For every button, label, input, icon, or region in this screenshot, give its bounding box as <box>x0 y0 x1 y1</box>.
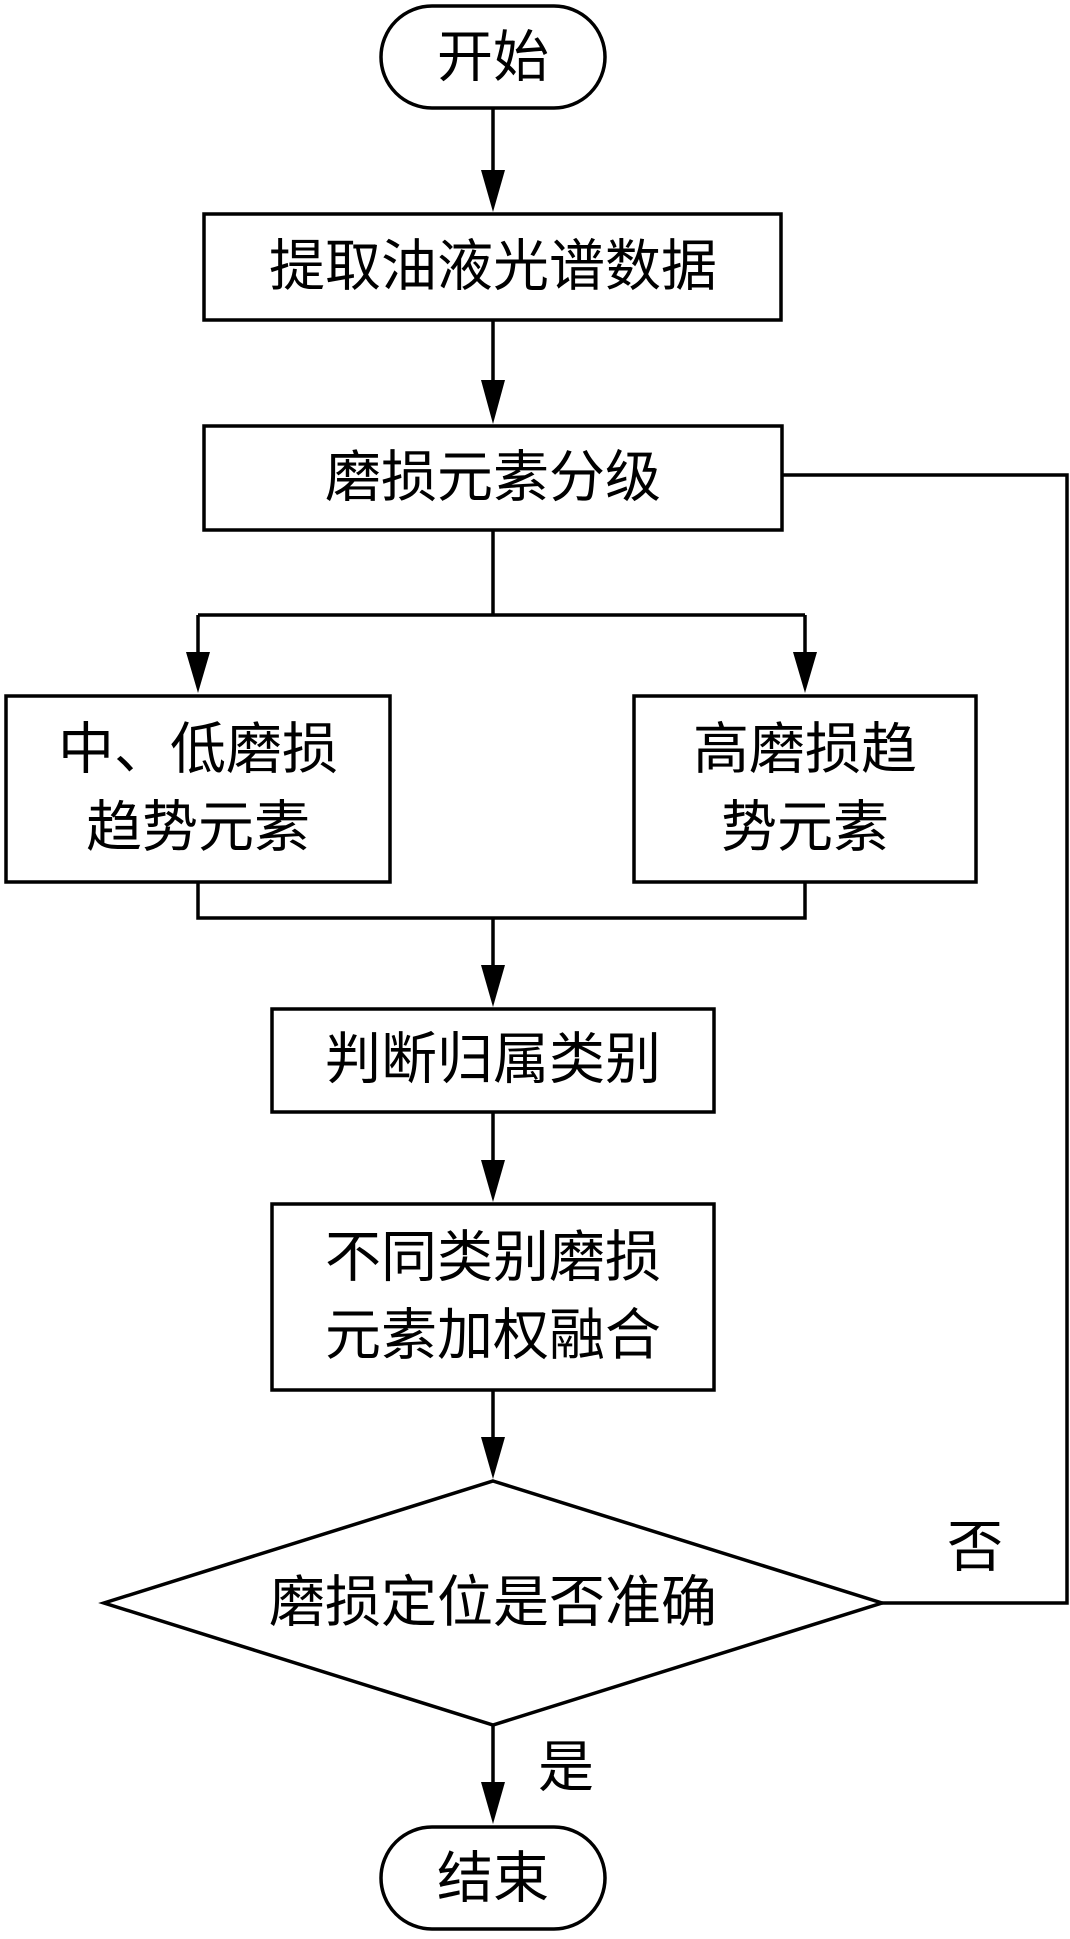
judge-label: 判断归属类别 <box>325 1028 661 1093</box>
high-label-line2: 势元素 <box>721 796 889 861</box>
fusion-label-line1: 不同类别磨损 <box>325 1226 661 1291</box>
end-node <box>379 1825 607 1931</box>
arrow-split-to-high <box>793 652 817 693</box>
classify-label: 磨损元素分级 <box>325 446 661 511</box>
decision-label: 磨损定位是否准确 <box>269 1571 717 1636</box>
low-mid-label-line1: 中、低磨损 <box>58 718 338 783</box>
extract-label: 提取油液光谱数据 <box>269 235 717 300</box>
edge-lowmid-merge <box>196 882 807 920</box>
low-mid-label-line2: 趋势元素 <box>86 796 310 861</box>
classify-node <box>202 424 784 532</box>
arrow-split-to-lowmid <box>186 652 210 693</box>
arrow-merge-to-judge <box>481 965 505 1007</box>
arrow-extract-to-classify <box>481 380 505 424</box>
fusion-node <box>270 1202 716 1392</box>
decision-node <box>98 1479 888 1727</box>
yes-label: 是 <box>538 1736 594 1801</box>
nodes: 开始 提取油液光谱数据 磨损元素分级 中、低磨损 趋势元素 高磨损趋 势元素 判… <box>4 4 978 1931</box>
arrow-judge-to-fusion <box>481 1160 505 1202</box>
arrow-start-to-extract <box>481 170 505 212</box>
high-label-line1: 高磨损趋 <box>693 718 917 783</box>
end-label: 结束 <box>437 1847 549 1912</box>
start-label: 开始 <box>437 26 549 91</box>
arrow-decision-to-end <box>481 1782 505 1824</box>
low-mid-node <box>4 694 392 884</box>
edges <box>186 108 1069 1824</box>
edge-decision-loop-back <box>782 473 1069 1605</box>
high-node <box>632 694 978 884</box>
arrow-fusion-to-decision <box>481 1437 505 1479</box>
extract-node <box>202 212 783 322</box>
edge-labels: 否 是 <box>538 1516 1003 1801</box>
fusion-label-line2: 元素加权融合 <box>325 1304 661 1369</box>
judge-node <box>270 1007 716 1114</box>
no-label: 否 <box>947 1516 1003 1581</box>
start-node <box>379 4 607 110</box>
